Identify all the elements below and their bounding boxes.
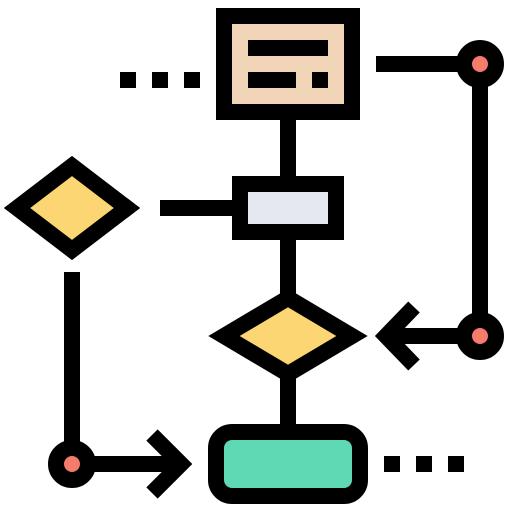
middle-right-node: [456, 312, 504, 360]
arrow-into-decision: [374, 301, 420, 371]
arrow-heads: [146, 301, 420, 499]
ellipsis-dot: [152, 72, 168, 88]
terminal-box: [208, 424, 368, 504]
decision-diamond-center: [208, 288, 368, 384]
ellipsis-dot: [120, 72, 136, 88]
ellipsis-left-of-document: [120, 72, 200, 88]
ellipsis-dot: [448, 456, 464, 472]
ellipsis-dot: [384, 456, 400, 472]
ellipsis-dot: [416, 456, 432, 472]
arrow-into-terminal: [146, 429, 193, 499]
bottom-left-node: [48, 440, 96, 488]
decision-diamond-left: [3, 155, 141, 261]
document-box: [216, 8, 360, 120]
process-box: [232, 176, 344, 240]
ellipsis-dot: [184, 72, 200, 88]
top-right-node: [456, 40, 504, 88]
ellipsis-right-of-terminal: [384, 456, 464, 472]
connector-lines: [64, 56, 488, 472]
document-icon: [248, 40, 328, 88]
